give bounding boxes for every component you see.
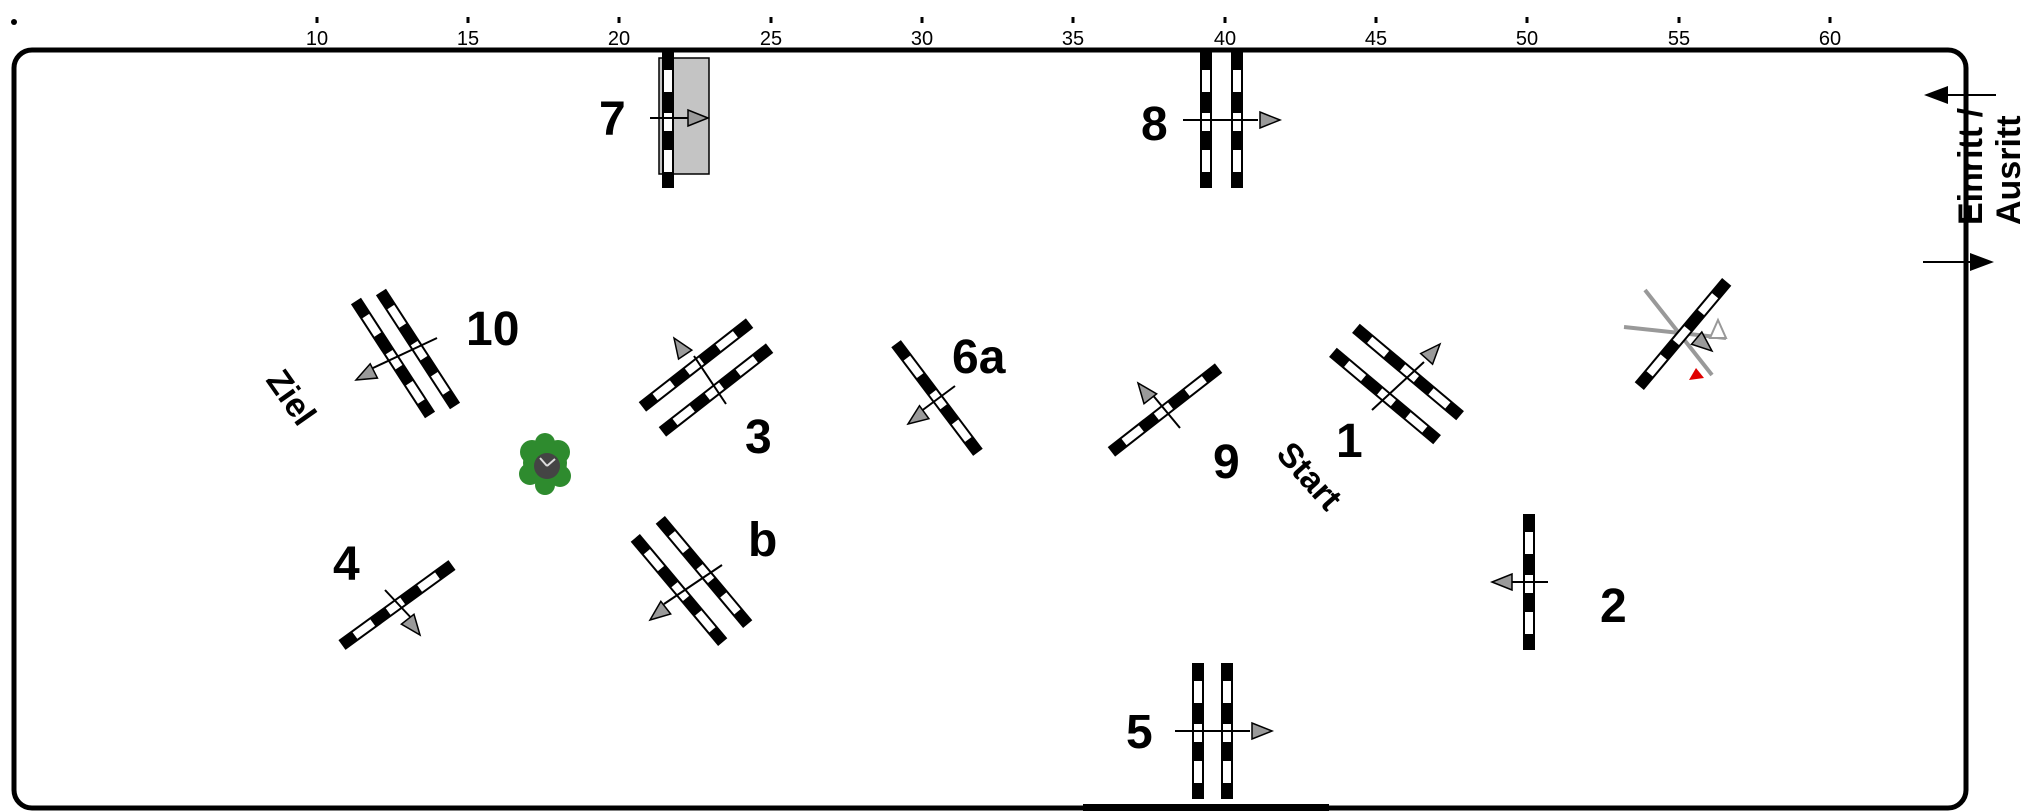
ruler-tick: 35 [1062, 17, 1084, 50]
entry-exit: Einritt / Ausritt [1923, 86, 2028, 271]
entry-exit-label-line2: Ausritt [1990, 115, 2028, 225]
ruler-tick: 10 [306, 17, 328, 50]
ruler-tick: 20 [608, 17, 630, 50]
ruler-tick: 45 [1365, 17, 1387, 50]
direction-arrow-icon [644, 600, 672, 628]
ruler-tick: 60 [1819, 17, 1841, 50]
entry-arrow-icon [1970, 253, 1994, 271]
obstacle-4-number: 4 [333, 538, 360, 591]
ruler-tick: 55 [1668, 17, 1690, 50]
ruler-tick-label: 35 [1062, 28, 1084, 50]
obstacle-9-number: 9 [1213, 436, 1240, 489]
obstacle-10: 10 [350, 288, 519, 419]
ruler-tick-label: 60 [1819, 28, 1841, 50]
obstacle-7-pole [662, 52, 674, 188]
direction-arrow-icon [1251, 722, 1273, 740]
direction-arrow-icon [666, 332, 693, 360]
ruler-tick-label: 25 [760, 28, 782, 50]
obstacle-extra [1623, 278, 1732, 390]
ruler-tick: 50 [1516, 17, 1538, 50]
obstacle-6a-number: 6a [952, 331, 1006, 384]
obstacle-1-pole-b [1352, 323, 1464, 421]
obstacle-9: 9 [1107, 363, 1240, 489]
obstacle-b-number: b [748, 514, 777, 567]
ruler-tick-label: 45 [1365, 28, 1387, 50]
arena-border [11, 47, 1969, 811]
ruler-tick-label: 40 [1214, 28, 1236, 50]
direction-arrow-icon [1259, 111, 1281, 129]
obstacle-b: b [630, 514, 777, 646]
ruler-tick: 15 [457, 17, 479, 50]
obstacle-5-number: 5 [1126, 706, 1153, 759]
ruler-tick: 40 [1214, 17, 1236, 50]
finish-label: Ziel [258, 363, 323, 433]
entry-exit-label-line1: Einritt / [1952, 107, 1990, 225]
ruler-tick-label: 30 [911, 28, 933, 50]
exit-arrow-icon [1924, 86, 1948, 104]
obstacle-8: 8 [1141, 52, 1281, 188]
ruler-tick: 30 [911, 17, 933, 50]
obstacle-3-pole-a [638, 318, 754, 412]
direction-arrow-icon [1419, 337, 1447, 365]
obstacle-2: 2 [1491, 514, 1627, 650]
ruler-tick-label: 50 [1516, 28, 1538, 50]
obstacle-1-number: 1 [1336, 415, 1363, 468]
flag-outline-icon [1708, 317, 1728, 339]
obstacle-6a: 6a [891, 331, 1006, 456]
obstacle-5: 5 [1126, 663, 1273, 799]
obstacle-7: 7 [599, 52, 710, 188]
obstacle-2-number: 2 [1600, 580, 1627, 633]
obstacle-8-number: 8 [1141, 98, 1168, 151]
obstacle-10-number: 10 [466, 303, 519, 356]
direction-arrow-icon [1130, 377, 1158, 405]
ruler: 10 15 20 25 30 35 40 45 [306, 17, 1841, 50]
ruler-tick: 25 [760, 17, 782, 50]
direction-arrow-icon [400, 613, 428, 641]
obstacle-4: 4 [333, 538, 456, 650]
direction-arrow-icon [1491, 573, 1513, 591]
tree-icon [519, 433, 571, 495]
ruler-tick-label: 55 [1668, 28, 1690, 50]
ruler-origin [11, 19, 17, 25]
ruler-tick-label: 20 [608, 28, 630, 50]
obstacle-7-number: 7 [599, 93, 626, 146]
start-flag-icon [1689, 368, 1704, 380]
ruler-tick-label: 10 [306, 28, 328, 50]
obstacle-3: 3 [638, 318, 774, 464]
ruler-tick-label: 15 [457, 28, 479, 50]
obstacle-1: 1 [1329, 323, 1464, 468]
gate-marker [1083, 804, 1329, 811]
obstacle-3-number: 3 [745, 411, 772, 464]
